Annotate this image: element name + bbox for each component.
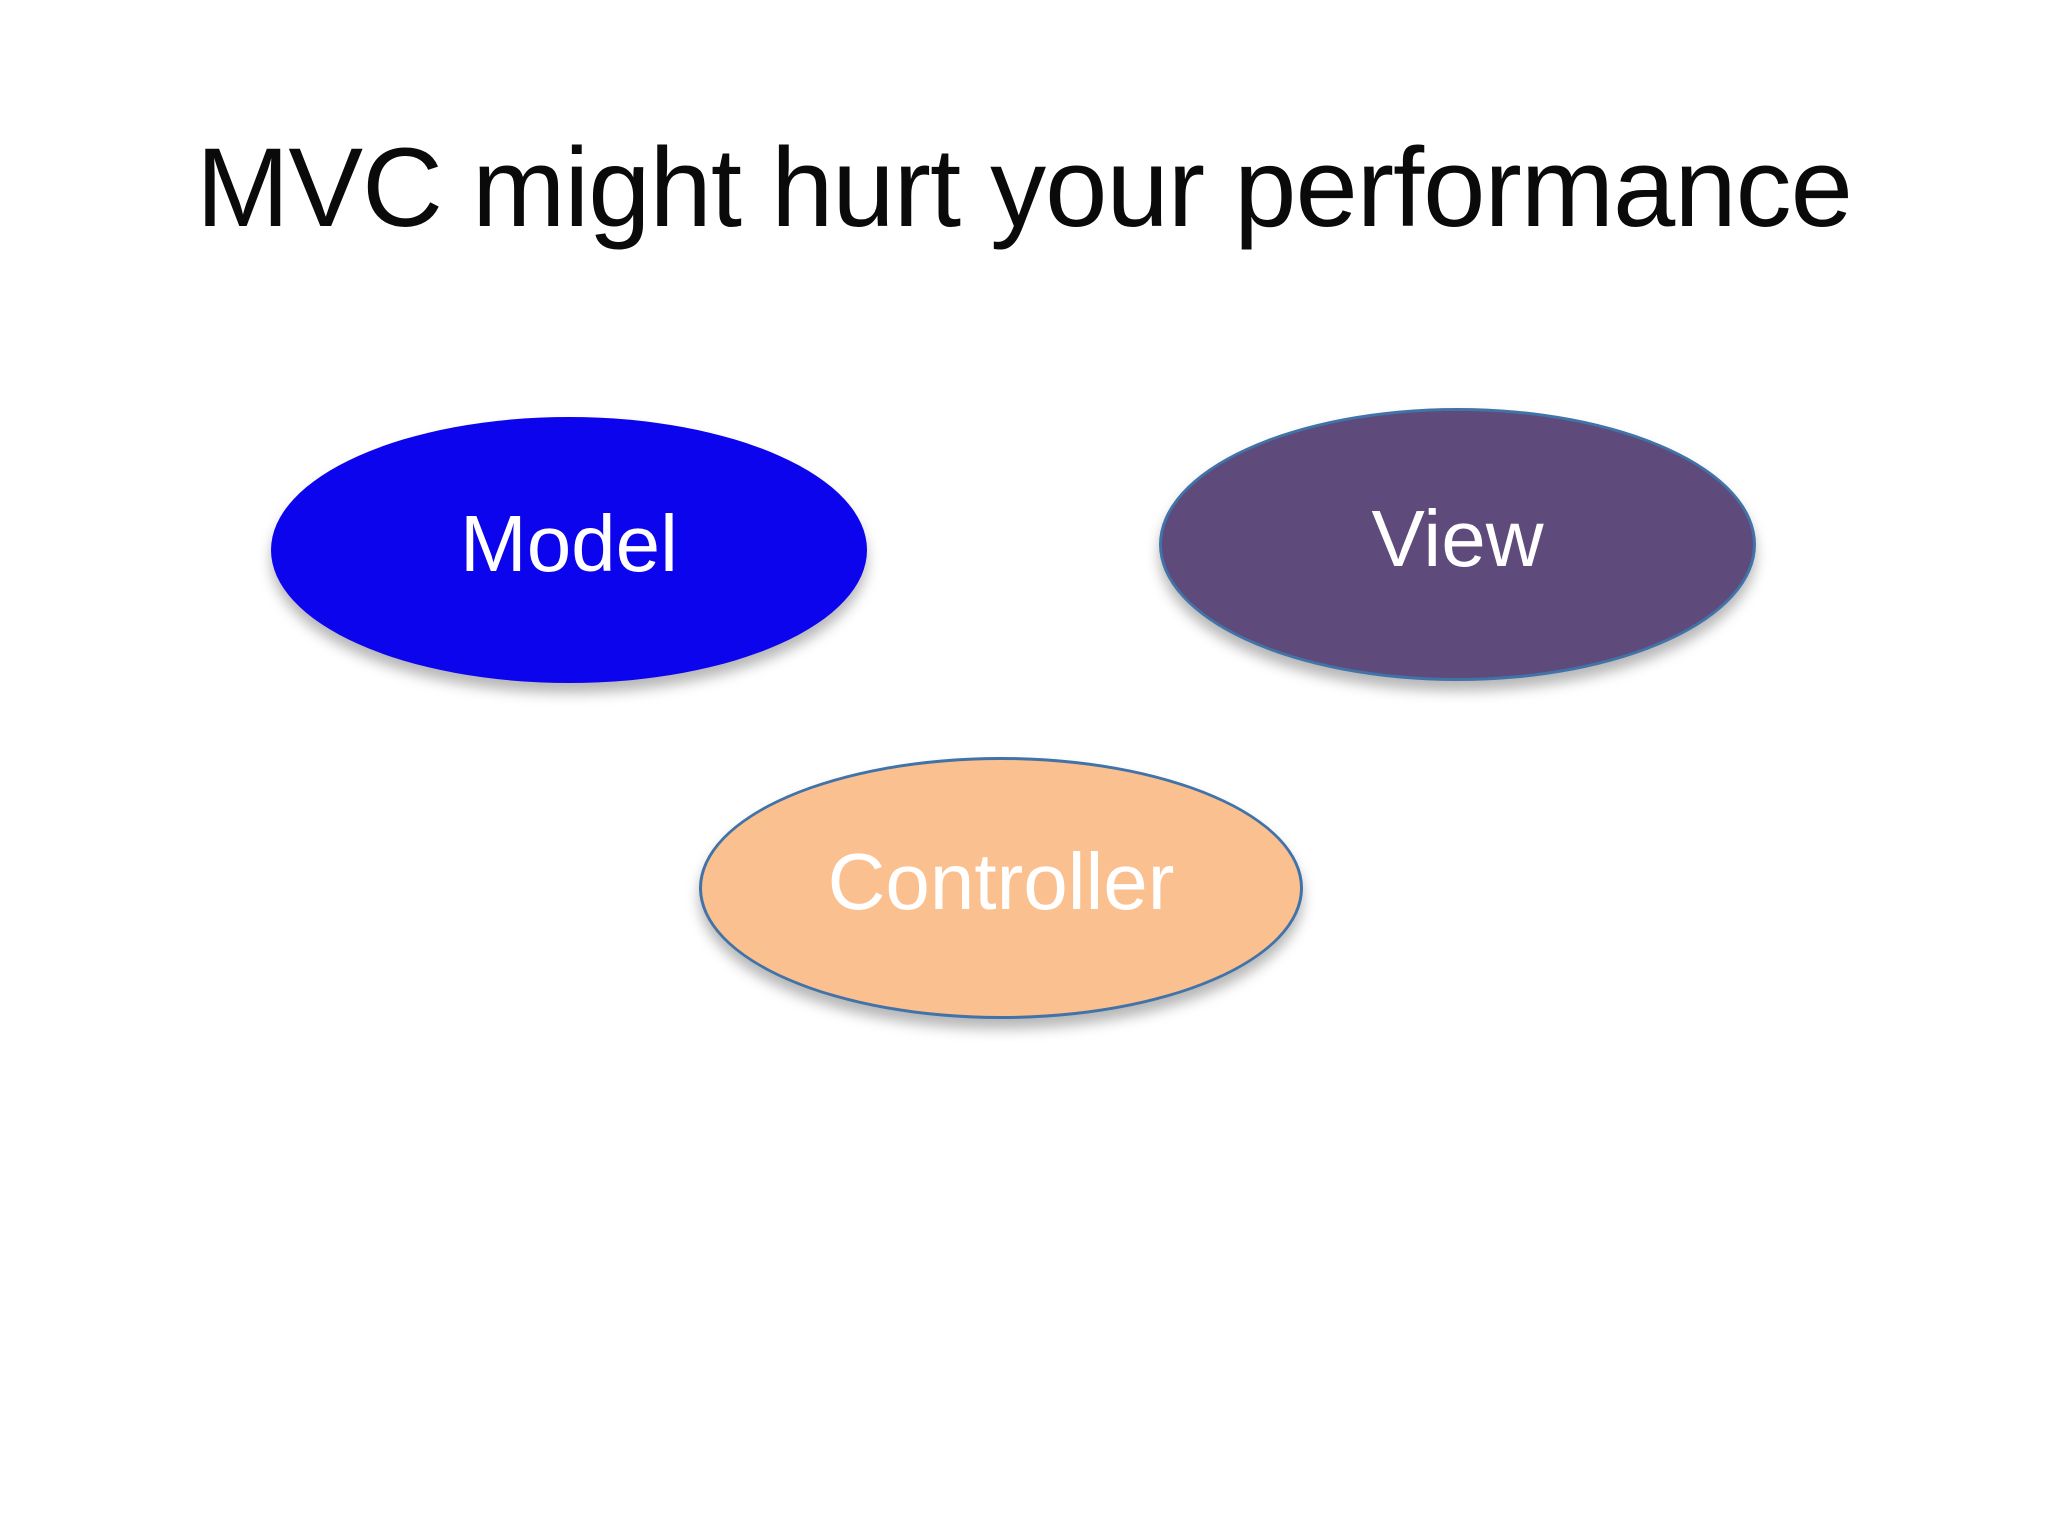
view-label: View <box>1371 493 1544 583</box>
controller-label: Controller <box>827 837 1175 926</box>
view-ellipse: View <box>1159 408 1756 681</box>
model-label: Model <box>460 499 678 588</box>
model-ellipse: Model <box>271 417 867 683</box>
controller-ellipse: Controller <box>699 757 1303 1019</box>
slide-title: MVC might hurt your performance <box>196 125 1853 250</box>
